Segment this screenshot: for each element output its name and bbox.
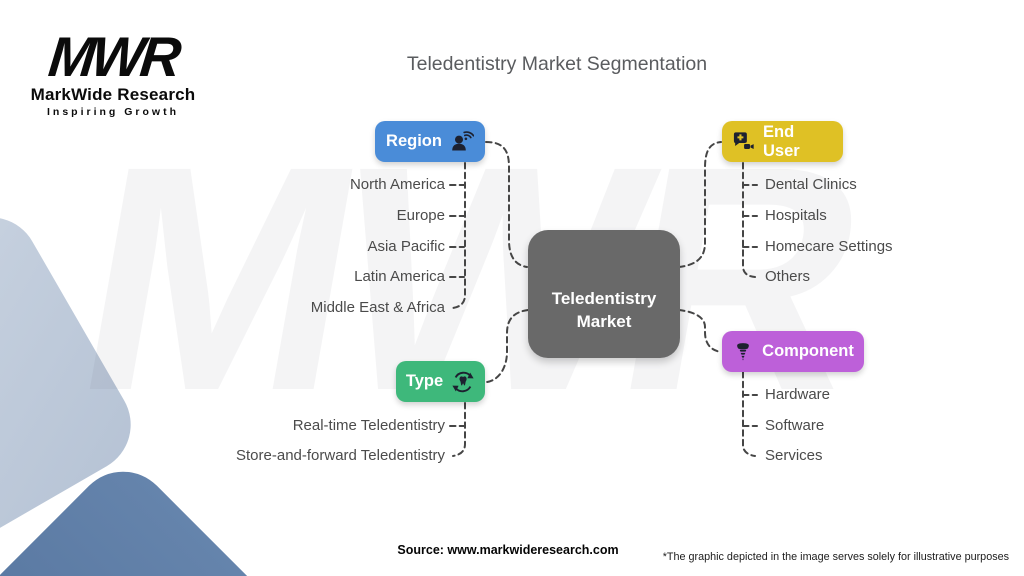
segment-item-component: Software xyxy=(765,417,825,434)
component-node: Component xyxy=(722,331,864,372)
central-market-label: Teledentistry Market xyxy=(551,289,657,331)
segment-item-region: Middle East & Africa xyxy=(310,299,445,316)
page-title: Teledentistry Market Segmentation xyxy=(406,53,708,75)
markwide-logo: MWR MarkWide Research Inspiring Growth xyxy=(28,25,198,119)
person-wifi-icon xyxy=(452,130,474,150)
region-label: Region xyxy=(386,132,442,150)
source-text: Source: www.markwideresearch.com xyxy=(397,543,619,557)
type-node: Type xyxy=(396,361,485,402)
central-market-node: Teledentistry Market xyxy=(528,230,680,358)
logo-tagline: Inspiring Growth xyxy=(47,106,179,119)
segment-item-region: Latin America xyxy=(354,268,445,285)
disclaimer-text: *The graphic depicted in the image serve… xyxy=(662,551,1009,563)
end-user-node: End User xyxy=(722,121,843,162)
tooth-cycle-icon xyxy=(452,371,474,392)
component-label: Component xyxy=(762,342,854,360)
segment-item-end-user: Hospitals xyxy=(765,207,827,224)
segment-item-end-user: Others xyxy=(765,268,811,285)
dental-implant-icon xyxy=(737,342,750,361)
medical-chat-icon xyxy=(733,132,754,149)
segment-item-end-user: Homecare Settings xyxy=(765,238,893,255)
segment-item-region: Europe xyxy=(396,207,445,224)
segment-item-type: Store-and-forward Teledentistry xyxy=(236,447,445,464)
segment-item-component: Hardware xyxy=(765,386,831,403)
region-node: Region xyxy=(375,121,485,162)
segment-item-region: North America xyxy=(349,176,445,193)
segment-item-component: Services xyxy=(765,447,823,464)
type-label: Type xyxy=(405,372,444,390)
logo-company-name: MarkWide Research xyxy=(30,85,196,105)
segment-item-type: Real-time Teledentistry xyxy=(292,417,445,434)
segment-item-end-user: Dental Clinics xyxy=(765,176,857,193)
segment-item-region: Asia Pacific xyxy=(367,238,445,255)
end-user-label: End User xyxy=(763,122,800,160)
